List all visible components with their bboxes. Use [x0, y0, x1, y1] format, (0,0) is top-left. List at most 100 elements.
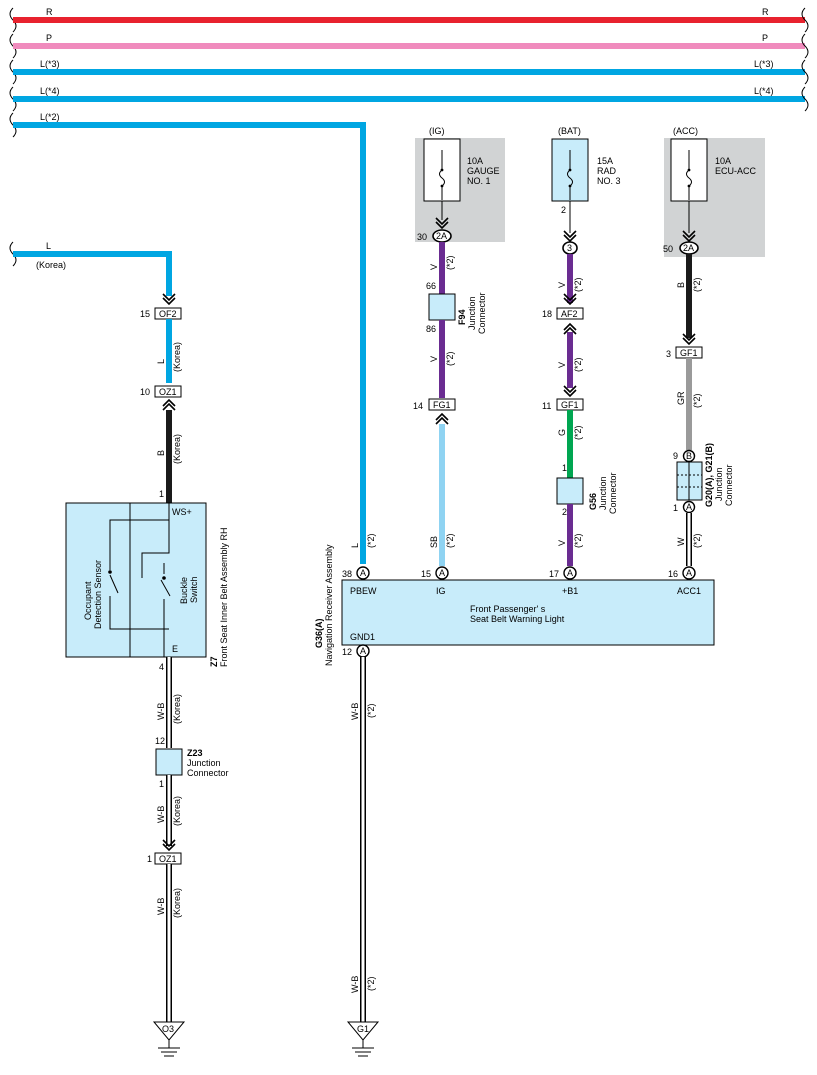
g56-pin-top: 1	[562, 463, 567, 473]
acc-seg1-note: (*2)	[692, 277, 702, 292]
g36-pin-pbew-label: PBEW	[350, 586, 377, 596]
fuse-bat-line1: 15A	[597, 156, 613, 166]
z7-ws-label: WS+	[172, 507, 192, 517]
bus-r: R R	[9, 7, 809, 33]
z7-pin-top: 1	[159, 489, 164, 499]
g36-pin-ig-label: IG	[436, 586, 446, 596]
bus-p: P P	[9, 33, 809, 59]
left-wire-sublabel: (Korea)	[36, 260, 66, 270]
acc-seg2-color: GR	[676, 391, 686, 405]
g36-pin-acc1: 16 A ACC1	[668, 566, 701, 596]
fuse-acc-pin-num: 50	[663, 244, 673, 254]
fuse-ig-line2: GAUGE	[467, 166, 500, 176]
ig-seg2-note: (*2)	[445, 351, 455, 366]
z7-occupant-1: Occupant	[83, 581, 93, 620]
g36-pin-ig: 15 A IG	[421, 566, 449, 596]
z23-pin-top: 12	[155, 736, 165, 746]
gnd-seg1-note: (*2)	[366, 703, 376, 718]
f94-line2: Connector	[477, 292, 487, 334]
z7-component: WS+ E Occupant Detection Sensor Buckle S…	[65, 502, 229, 667]
gnd-seg2-note: (*2)	[366, 976, 376, 991]
bat-seg3-color: V	[557, 540, 567, 546]
gnd-seg2-color: W-B	[350, 976, 360, 993]
l2-drop-note: (*2)	[366, 533, 376, 548]
bus-l4: L(*4) L(*4)	[9, 86, 809, 112]
acc-seg3-note: (*2)	[692, 533, 702, 548]
ig-seg3-note: (*2)	[445, 533, 455, 548]
left-seg2-note: (Korea)	[172, 434, 182, 464]
jc-pin-bottom: 1	[673, 503, 678, 513]
bat-seg1-note: (*2)	[573, 277, 583, 292]
fuse-acc: (ACC) 10A ECU-ACC 50 2A	[663, 126, 765, 257]
g36-pin-acc1-num: 16	[668, 569, 678, 579]
g36-gnd-label: GND1	[350, 632, 375, 642]
z7-name: Front Seat Inner Belt Assembly RH	[219, 527, 229, 667]
ig-branch-wire: V (*2) 66 86 F94 Junction Connector V (*…	[413, 242, 487, 566]
bus-r-label-left: R	[46, 7, 53, 17]
bat-branch-wire: V (*2) 18 AF2 V (*2) 11 GF1 G (*2) 1 2 G…	[542, 254, 618, 566]
g36-name: Navigation Receiver Assembly	[324, 544, 334, 666]
f94-line1: Junction	[467, 296, 477, 330]
g36-title-1: Front Passenger' s	[470, 604, 546, 614]
bat-seg1-color: V	[557, 282, 567, 288]
fuse-bat-upper-pin: 2	[561, 205, 566, 215]
bus-l3-label-left: L(*3)	[40, 59, 60, 69]
bat-seg1b-note: (*2)	[573, 357, 583, 372]
left-seg1-color: L	[156, 359, 166, 364]
ground-o3-label: O3	[162, 1024, 174, 1034]
fuse-ig: (IG) 10A GAUGE NO. 1 30 2A	[415, 126, 505, 243]
gf1-bat-id: GF1	[561, 400, 579, 410]
gnd-wire: W-B (*2) W-B (*2)	[350, 657, 376, 1022]
left-wire-label: L	[46, 241, 51, 251]
g36-pin-pbew: 38 A PBEW	[342, 566, 377, 596]
g56-pin-bottom: 2	[562, 507, 567, 517]
g36-pin-ig-id: A	[439, 568, 445, 578]
of2-id: OF2	[159, 309, 177, 319]
fg1-id: FG1	[433, 400, 451, 410]
z23-line2: Connector	[187, 768, 229, 778]
z7-pin-bottom: 4	[159, 662, 164, 672]
jc-pin-bottom-id: A	[686, 502, 692, 512]
acc-seg3-color: W	[676, 537, 686, 546]
fuse-acc-line1: 10A	[715, 156, 731, 166]
left-seg2-color: B	[156, 450, 166, 456]
left-l-wire: L (Korea)	[9, 241, 176, 305]
g36-component: 38 A PBEW 15 A IG 17 A +B1 16 A ACC1 Fro…	[314, 544, 715, 666]
fuse-ig-pin-id: 2A	[436, 231, 447, 241]
bus-l4-label-left: L(*4)	[40, 86, 60, 96]
f94-pin-bottom: 86	[426, 324, 436, 334]
fuse-ig-line1: 10A	[467, 156, 483, 166]
oz1-bottom-pin: 1	[147, 854, 152, 864]
bat-seg1b-color: V	[557, 362, 567, 368]
bus-p-label-left: P	[46, 33, 52, 43]
ground-o3: O3	[152, 1021, 186, 1057]
gf1-bat-pin: 11	[542, 401, 551, 411]
fuse-bat-pin-id: 3	[567, 243, 572, 253]
gnd-seg1-color: W-B	[350, 703, 360, 720]
ig-seg3-color: SB	[429, 536, 439, 548]
g36-pin-pbew-id: A	[360, 568, 366, 578]
bus-l3-label-right: L(*3)	[754, 59, 774, 69]
left-lower-seg1-note: (Korea)	[172, 694, 182, 724]
af2-pin: 18	[542, 309, 552, 319]
fuse-acc-pin-id: 2A	[683, 243, 694, 253]
left-lower-seg1-color: W-B	[156, 703, 166, 720]
g36-gnd-num: 12	[342, 647, 352, 657]
fg1-pin: 14	[413, 401, 423, 411]
ground-g1: G1	[346, 1021, 380, 1057]
g36-pin-acc1-id: A	[686, 568, 692, 578]
bus-l3: L(*3) L(*3)	[9, 59, 809, 85]
fuse-acc-source: (ACC)	[673, 126, 698, 136]
fuse-acc-line2: ECU-ACC	[715, 166, 757, 176]
g36-pin-b1-id: A	[567, 568, 573, 578]
l2-drop-color: L	[350, 543, 360, 548]
acc-branch-wire: B (*2) 3 GF1 GR (*2) 9 B 1 A G20(A), G21…	[666, 254, 734, 566]
z7-buckle-1: Buckle	[179, 577, 189, 604]
bus-r-label-right: R	[762, 7, 769, 17]
fuse-bat-line3: NO. 3	[597, 176, 621, 186]
z23-line1: Junction	[187, 758, 221, 768]
left-lower-seg2-color: W-B	[156, 806, 166, 823]
bat-seg3-note: (*2)	[573, 533, 583, 548]
